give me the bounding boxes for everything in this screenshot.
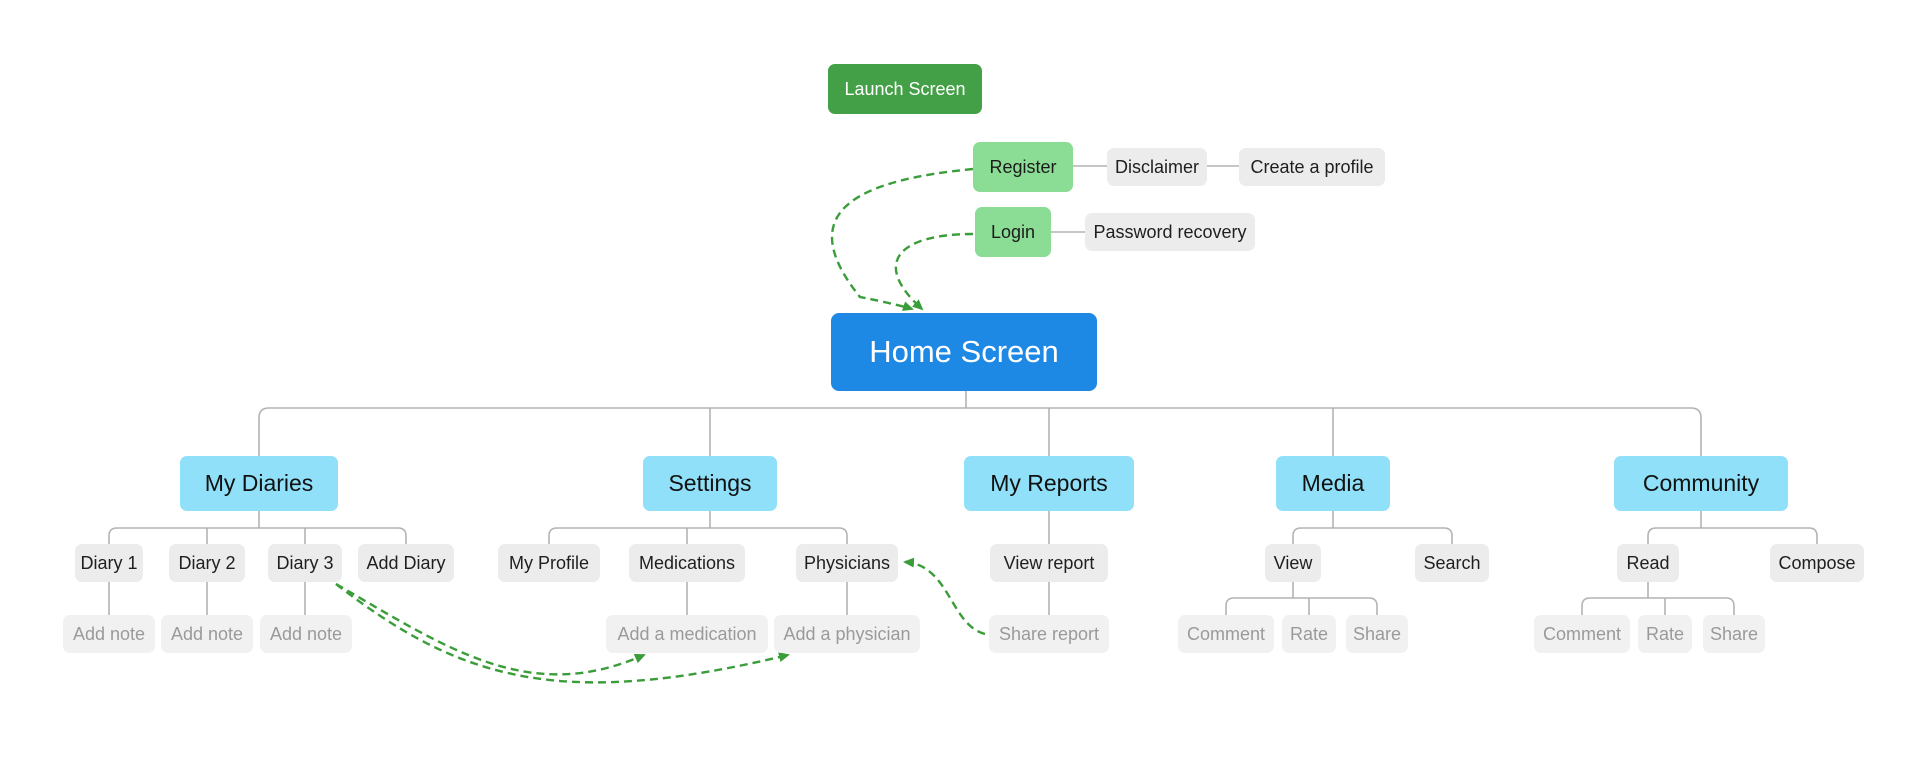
add-physician-node[interactable]: Add a physician	[774, 615, 920, 653]
password-recovery-node[interactable]: Password recovery	[1085, 213, 1255, 251]
diary-2-node[interactable]: Diary 2	[169, 544, 245, 582]
section-media[interactable]: Media	[1276, 456, 1390, 511]
community-rate-node[interactable]: Rate	[1638, 615, 1692, 653]
connector-read-bus	[1581, 597, 1735, 615]
diary-1-add-note-node[interactable]: Add note	[63, 615, 155, 653]
media-share-node[interactable]: Share	[1346, 615, 1408, 653]
create-profile-node[interactable]: Create a profile	[1239, 148, 1385, 186]
community-comment-node[interactable]: Comment	[1534, 615, 1630, 653]
flow-arrow-register-home	[830, 167, 974, 311]
my-profile-node[interactable]: My Profile	[498, 544, 600, 582]
diary-3-add-note-node[interactable]: Add note	[260, 615, 352, 653]
physicians-node[interactable]: Physicians	[796, 544, 898, 582]
media-search-node[interactable]: Search	[1415, 544, 1489, 582]
flow-arrow-login-home	[894, 232, 974, 311]
media-view-node[interactable]: View	[1265, 544, 1321, 582]
add-diary-node[interactable]: Add Diary	[358, 544, 454, 582]
diary-2-add-note-node[interactable]: Add note	[161, 615, 253, 653]
community-read-node[interactable]: Read	[1617, 544, 1679, 582]
share-report-node[interactable]: Share report	[989, 615, 1109, 653]
flow-arrow-share-report-physician	[903, 557, 986, 636]
media-comment-node[interactable]: Comment	[1178, 615, 1274, 653]
community-compose-node[interactable]: Compose	[1770, 544, 1864, 582]
add-medication-node[interactable]: Add a medication	[606, 615, 768, 653]
connector-settings-bus	[548, 527, 848, 544]
connector-sections-bus	[258, 407, 1702, 456]
section-community[interactable]: Community	[1614, 456, 1788, 511]
home-screen-node[interactable]: Home Screen	[831, 313, 1097, 391]
connector-media-bus	[1292, 527, 1453, 544]
flow-arrow-diary-physician	[335, 583, 790, 684]
connector-view-bus	[1225, 597, 1378, 615]
medications-node[interactable]: Medications	[629, 544, 745, 582]
disclaimer-node[interactable]: Disclaimer	[1107, 148, 1207, 186]
section-my-diaries[interactable]: My Diaries	[180, 456, 338, 511]
diary-1-node[interactable]: Diary 1	[75, 544, 143, 582]
register-node[interactable]: Register	[973, 142, 1073, 192]
launch-screen-node[interactable]: Launch Screen	[828, 64, 982, 114]
section-settings[interactable]: Settings	[643, 456, 777, 511]
flow-arrow-diary-medication	[335, 582, 646, 676]
community-share-node[interactable]: Share	[1703, 615, 1765, 653]
connector-diaries-bus	[108, 527, 407, 544]
section-my-reports[interactable]: My Reports	[964, 456, 1134, 511]
login-node[interactable]: Login	[975, 207, 1051, 257]
connector-community-bus	[1647, 527, 1818, 544]
view-report-node[interactable]: View report	[990, 544, 1108, 582]
media-rate-node[interactable]: Rate	[1282, 615, 1336, 653]
diary-3-node[interactable]: Diary 3	[268, 544, 342, 582]
